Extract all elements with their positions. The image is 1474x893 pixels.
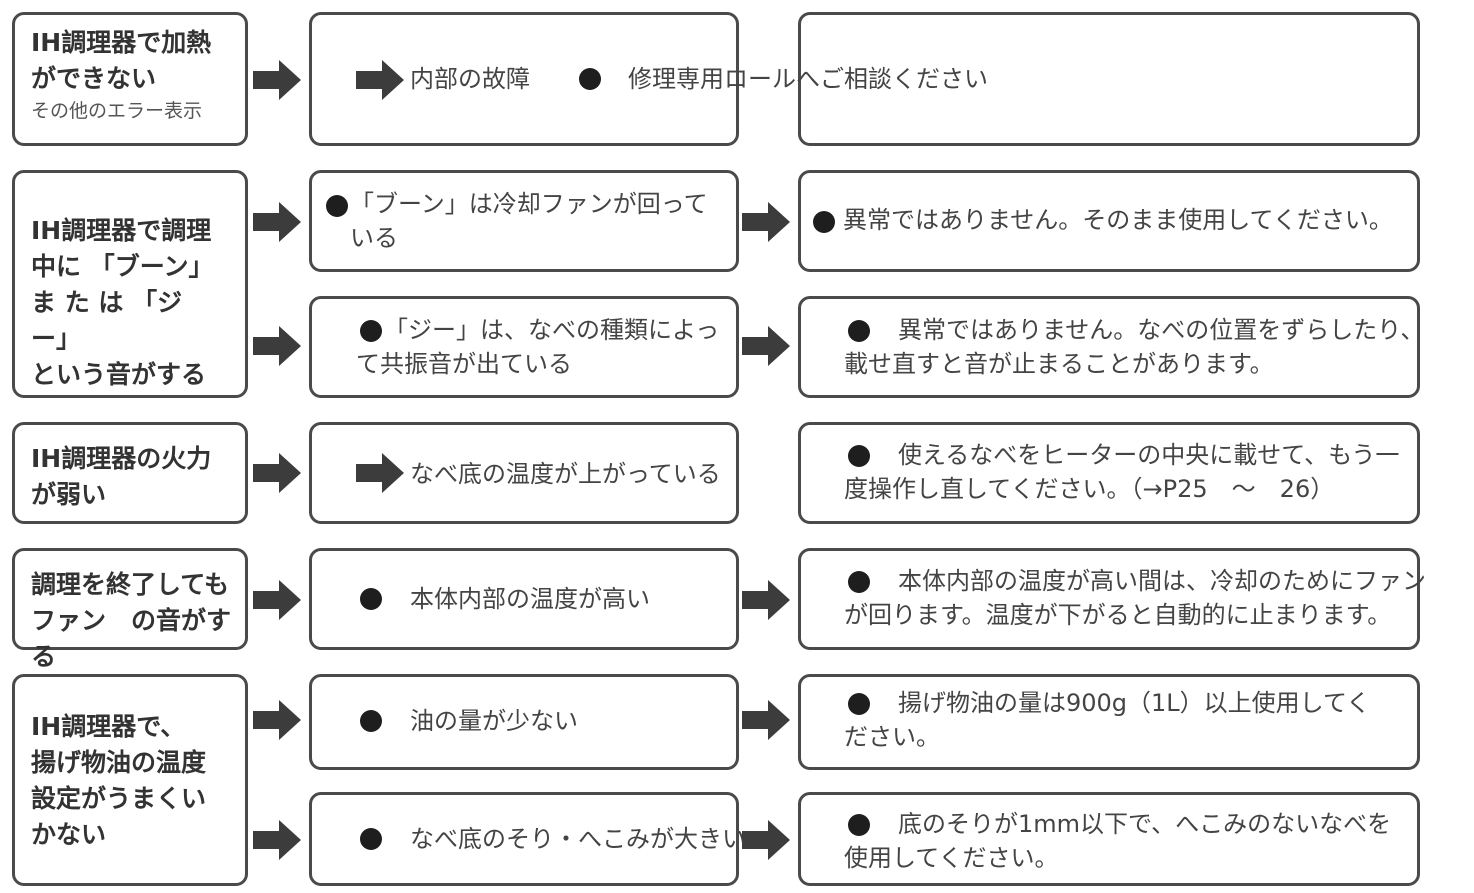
cause-text: 「ブーン」は冷却ファンが回って いる xyxy=(350,190,708,252)
arrow-right-icon xyxy=(253,453,301,493)
cause-text: 本体内部の温度が高い xyxy=(410,585,650,613)
symptom-box-3: IH調理器の火力 が弱い xyxy=(12,422,248,524)
remedy-text: 底のそりが1mm以下で、へこみのないなべを 使用してください。 xyxy=(844,810,1392,872)
arrow-right-icon xyxy=(253,580,301,620)
bullet-icon xyxy=(360,588,382,610)
arrow-right-icon xyxy=(742,820,790,860)
cause-text: なべ底の温度が上がっている xyxy=(410,460,721,488)
remedy-text: 揚げ物油の量は900g（1L）以上使用してく ださい。 xyxy=(844,689,1371,751)
remedy-text: 異常ではありません。そのまま使用してください。 xyxy=(843,206,1393,234)
symptom-box-4: 調理を終了しても ファン の音がする xyxy=(12,548,248,671)
bullet-icon xyxy=(848,693,870,715)
bullet-icon xyxy=(848,571,870,593)
arrow-right-icon xyxy=(253,60,301,100)
arrow-right-icon xyxy=(742,202,790,242)
symptom-box-2: IH調理器で調理 中に 「ブーン」 ま た は 「ジー」 という音がする xyxy=(12,170,248,398)
bullet-icon xyxy=(326,195,348,217)
remedy-box xyxy=(798,422,1420,524)
remedy-box xyxy=(798,548,1420,650)
symptom-box-1: IH調理器で加熱 ができない その他のエラー表示 xyxy=(12,12,248,146)
cause-text: なべ底のそり・へこみが大きい xyxy=(410,825,746,853)
remedy-text: 修理専用ロールへご相談ください xyxy=(628,65,988,93)
bullet-icon xyxy=(848,814,870,836)
cause-text: 油の量が少ない xyxy=(410,707,578,735)
bullet-icon xyxy=(813,211,835,233)
arrow-right-icon xyxy=(742,700,790,740)
remedy-text: 本体内部の温度が高い間は、冷却のためにファン が回ります。温度が下がると自動的に… xyxy=(844,567,1426,629)
remedy-text: 異常ではありません。なべの位置をずらしたり、 載せ直すと音が止まることがあります… xyxy=(844,316,1425,378)
remedy-box xyxy=(798,792,1420,886)
cause-text: 内部の故障 xyxy=(410,65,530,93)
arrow-right-icon xyxy=(356,453,404,493)
remedy-box xyxy=(798,674,1420,770)
arrow-right-icon xyxy=(253,820,301,860)
arrow-right-icon xyxy=(253,202,301,242)
symptom-title: IH調理器で、 揚げ物油の温度 設定がうまくい かない xyxy=(31,712,207,849)
bullet-icon xyxy=(848,320,870,342)
arrow-right-icon xyxy=(253,326,301,366)
bullet-icon xyxy=(848,445,870,467)
bullet-icon xyxy=(360,828,382,850)
cause-box xyxy=(309,296,739,398)
bullet-icon xyxy=(579,68,601,90)
bullet-icon xyxy=(360,710,382,732)
arrow-right-icon xyxy=(742,326,790,366)
cause-box xyxy=(309,170,739,272)
symptom-title: IH調理器で調理 中に 「ブーン」 ま た は 「ジー」 という音がする xyxy=(31,216,214,389)
cause-text: 「ジー」は、なべの種類によっ て共振音が出ている xyxy=(356,316,720,378)
symptom-title: IH調理器の火力 が弱い xyxy=(31,444,212,509)
symptom-title: 調理を終了しても ファン の音がする xyxy=(31,570,232,671)
remedy-text: 使えるなべをヒーターの中央に載せて、もう一 度操作し直してください。（→P25 … xyxy=(844,441,1400,503)
arrow-right-icon xyxy=(356,60,404,100)
remedy-box xyxy=(798,170,1420,272)
arrow-right-icon xyxy=(253,700,301,740)
symptom-subtitle: その他のエラー表示 xyxy=(31,100,203,122)
bullet-icon xyxy=(360,320,382,342)
arrow-right-icon xyxy=(742,580,790,620)
symptom-box-5: IH調理器で、 揚げ物油の温度 設定がうまくい かない xyxy=(12,674,248,886)
symptom-title: IH調理器で加熱 ができない xyxy=(31,28,212,93)
remedy-box xyxy=(798,12,1420,146)
remedy-box xyxy=(798,296,1420,398)
